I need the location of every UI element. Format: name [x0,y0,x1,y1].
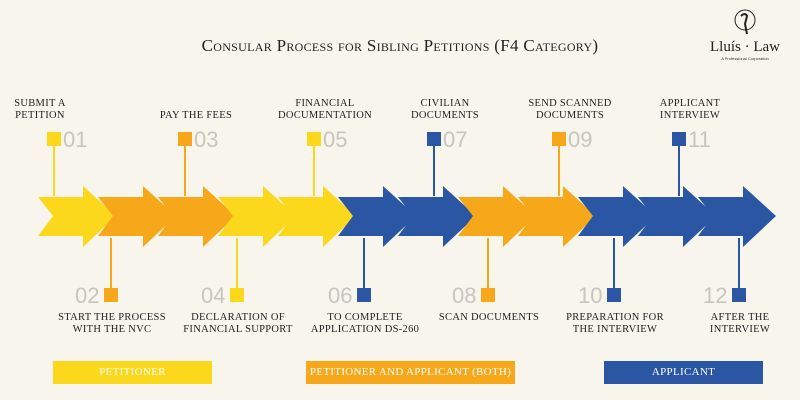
step-marker-07 [427,132,441,146]
step-connector-02 [110,238,112,288]
step-number: 05 [323,127,348,152]
step-number: 02 [75,283,100,308]
step-connector-01 [53,146,55,196]
step-marker-01 [47,132,61,146]
step-label: After the interview [709,312,771,335]
step-connector-08 [487,238,489,288]
step-label: Send scanned documents [528,98,612,121]
step-label: Financial documentation [277,98,373,121]
arrow-step-03 [158,186,236,247]
step-marker-12 [732,288,746,302]
logo-subtitle: A Professional Corporation [721,56,769,61]
step-connector-07 [433,146,435,196]
step-marker-08 [481,288,495,302]
step-number: 06 [328,283,353,308]
step-connector-04 [236,238,238,288]
arrow-step-05 [278,186,356,247]
arrow-step-04 [218,186,296,247]
logo-name: Lluís · Law [710,39,780,55]
arrow-step-07 [398,186,476,247]
step-number: 07 [443,127,468,152]
arrow-step-06 [338,186,416,247]
step-number: 09 [568,127,593,152]
step-label: Applicant interview [659,98,721,121]
legend-both: Petitioner and Applicant (Both) [306,361,515,384]
step-marker-04 [230,288,244,302]
step-number: 08 [452,283,477,308]
arrow-step-09 [518,186,596,247]
arrow-step-12 [698,186,776,247]
step-connector-09 [558,146,560,196]
arrow-step-08 [458,186,536,247]
step-connector-11 [678,146,680,196]
legend-petitioner: Petitioner [53,361,212,384]
step-marker-05 [307,132,321,146]
step-connector-10 [613,238,615,288]
step-marker-10 [607,288,621,302]
step-connector-03 [184,146,186,196]
step-number: 11 [688,127,711,152]
step-number: 04 [201,283,226,308]
step-label: Declaration of financial support [183,312,293,335]
step-label: To complete application DS-260 [310,312,420,335]
step-number: 10 [578,283,603,308]
step-label: Civilian documents [410,98,480,121]
arrow-step-10 [578,186,656,247]
step-connector-06 [363,238,365,288]
step-connector-12 [738,238,740,288]
logo: Lluís · Law A Professional Corporation [700,8,790,61]
step-marker-06 [357,288,371,302]
step-label: Scan documents [438,312,540,323]
step-marker-09 [552,132,566,146]
logo-emblem-icon [734,9,756,35]
step-marker-03 [178,132,192,146]
arrow-step-02 [98,186,176,247]
step-label: Preparation for the interview [566,312,664,335]
step-marker-11 [672,132,686,146]
step-connector-05 [313,146,315,196]
page-title: Consular Process for Sibling Petitions (… [201,36,599,55]
arrow-step-11 [638,186,716,247]
step-marker-02 [104,288,118,302]
step-number: 12 [703,283,728,308]
step-number: 01 [63,127,88,152]
step-label: Pay the fees [159,110,233,121]
step-label: Start the process with the NVC [58,312,166,335]
arrow-step-01 [38,186,116,247]
step-number: 03 [194,127,219,152]
legend-applicant: Applicant [604,361,763,384]
step-label: Submit a petition [14,98,66,121]
